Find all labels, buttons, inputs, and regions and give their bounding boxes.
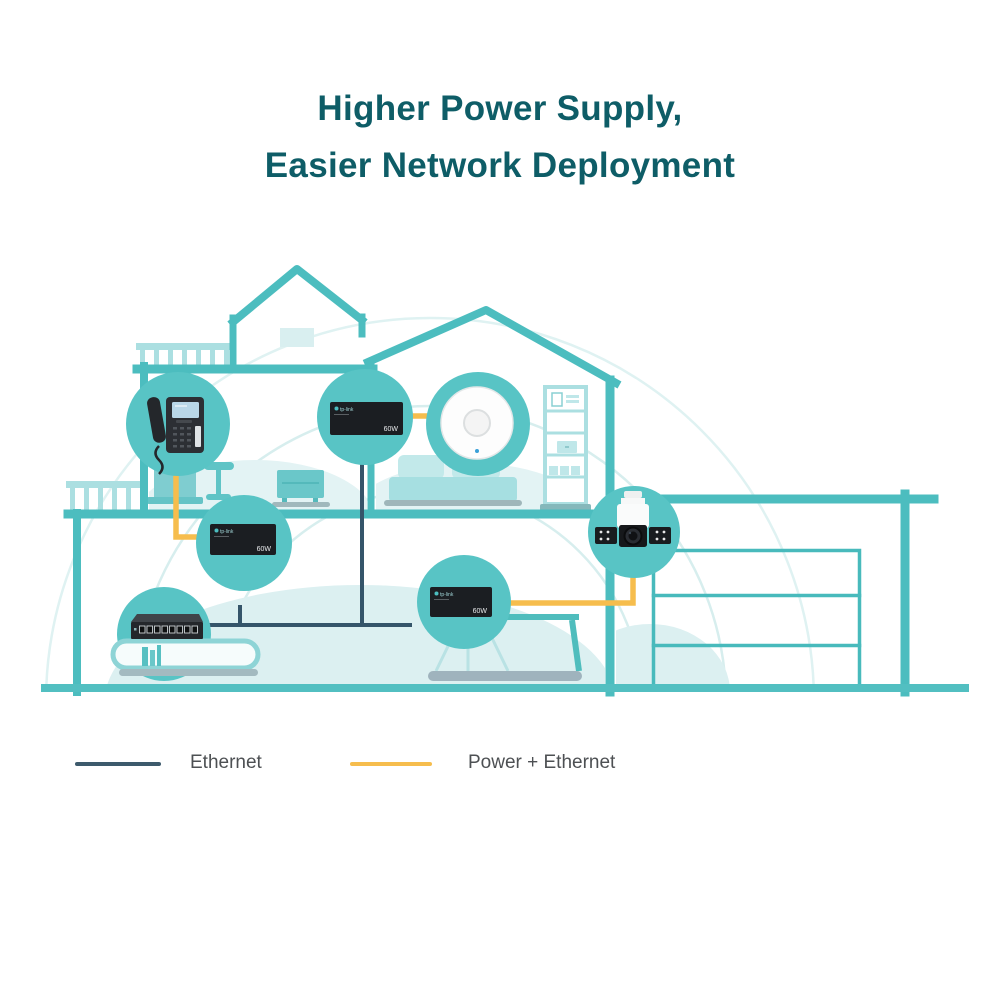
switch-bench-group bbox=[110, 614, 261, 676]
wattage-label: 60W bbox=[473, 608, 488, 615]
power-cable-phone bbox=[173, 460, 200, 540]
tp-link-logo-mark bbox=[434, 591, 439, 596]
attic-window bbox=[280, 328, 314, 347]
ceiling-access-point-icon bbox=[440, 386, 514, 460]
title-line-2: Easier Network Deployment bbox=[264, 146, 736, 185]
tp-link-logo-text: tp-link bbox=[220, 529, 234, 535]
poe-injector-hall: tp-link 60W bbox=[430, 587, 492, 617]
ethernet-label: Ethernet bbox=[190, 752, 262, 773]
tp-link-logo-mark bbox=[334, 406, 339, 411]
tp-link-logo-text: tp-link bbox=[340, 407, 354, 413]
mid-balcony-railing bbox=[66, 481, 140, 511]
legend: Ethernet Power + Ethernet bbox=[0, 746, 1000, 790]
ethernet-line-swatch bbox=[75, 762, 161, 766]
wattage-label: 60W bbox=[384, 426, 399, 433]
right-gable-roof bbox=[362, 306, 622, 389]
poe-switch-8-port-icon bbox=[131, 614, 203, 639]
outdoor-ptz-camera-icon bbox=[595, 491, 671, 547]
bookshelf bbox=[540, 385, 591, 511]
wattage-label: 60W bbox=[257, 546, 272, 553]
desk-chair bbox=[204, 462, 234, 500]
poe-injector-upstairs: tp-link 60W bbox=[330, 402, 403, 435]
dresser bbox=[272, 470, 330, 507]
page-title: Higher Power Supply, Easier Network Depl… bbox=[0, 80, 1000, 194]
tp-link-logo-mark bbox=[214, 528, 219, 533]
power-ethernet-line-swatch bbox=[350, 762, 432, 766]
left-gable-roof bbox=[227, 265, 368, 328]
power-ethernet-label: Power + Ethernet bbox=[468, 752, 616, 773]
hall-table bbox=[428, 614, 582, 681]
title-line-1: Higher Power Supply, bbox=[317, 89, 683, 128]
tp-link-logo-text: tp-link bbox=[440, 592, 454, 598]
top-balcony-railing bbox=[136, 343, 236, 366]
ip-phone-icon bbox=[147, 397, 204, 475]
ap-status-led bbox=[475, 449, 479, 453]
poe-injector-living-room: tp-link 60W bbox=[210, 524, 276, 555]
